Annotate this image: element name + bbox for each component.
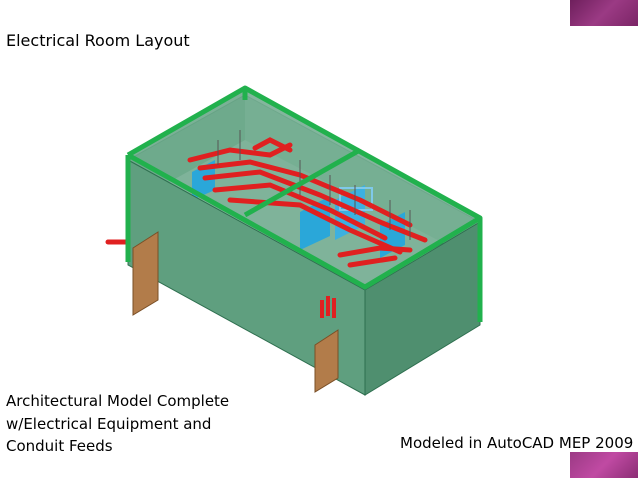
- back-wall-right: [245, 88, 480, 262]
- front-wall-right: [364, 221, 481, 396]
- slide-title: Electrical Room Layout: [6, 31, 190, 50]
- slide-accent-top: [570, 0, 638, 26]
- slide-caption: Architectural Model Complete w/Electrica…: [6, 390, 229, 458]
- caption-line: Conduit Feeds: [6, 437, 113, 455]
- slide-credit: Modeled in AutoCAD MEP 2009: [400, 434, 634, 452]
- slide-accent-bottom: [570, 452, 638, 478]
- door-left: [132, 231, 159, 316]
- caption-line: w/Electrical Equipment and: [6, 414, 212, 433]
- caption-line: Architectural Model Complete: [6, 392, 230, 410]
- wall-top-edges: [125, 85, 483, 322]
- front-wall-conduit: [320, 296, 336, 318]
- hanger-rods: [217, 130, 411, 240]
- door-front: [314, 329, 339, 393]
